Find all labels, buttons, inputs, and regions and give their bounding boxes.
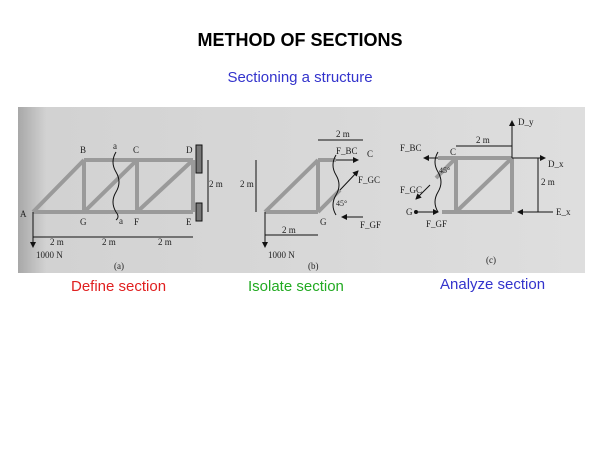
- force-FBC-b: F_BC: [336, 146, 358, 156]
- truss-a: [31, 158, 195, 214]
- dim-2-a: 2 m: [102, 237, 116, 247]
- caption-define-section: Define section: [71, 278, 167, 295]
- slide-subtitle: Sectioning a structure: [227, 69, 373, 86]
- label-C: C: [133, 145, 139, 155]
- force-FGF-c: F_GF: [426, 219, 447, 229]
- angle-c: 45°: [439, 166, 450, 175]
- label-G-b: G: [320, 217, 327, 227]
- label-A: A: [20, 209, 27, 219]
- load-a: 1000 N: [36, 250, 63, 260]
- dim-1-a: 2 m: [50, 237, 64, 247]
- label-E: E: [186, 217, 192, 227]
- force-Dx: D_x: [548, 159, 564, 169]
- label-C-c: C: [450, 147, 456, 157]
- dim-d-b: 2 m: [282, 225, 296, 235]
- dim-w-b: 2 m: [336, 129, 350, 139]
- label-F: F: [134, 217, 139, 227]
- dim-w-c: 2 m: [476, 135, 490, 145]
- label-G-c: G: [406, 207, 413, 217]
- dim-h-c: 2 m: [541, 177, 555, 187]
- dim-h-b: 2 m: [240, 179, 254, 189]
- dim-h-a: 2 m: [209, 179, 223, 189]
- label-B: B: [80, 145, 86, 155]
- force-Ex: E_x: [556, 207, 571, 217]
- label-C-b: C: [367, 149, 373, 159]
- force-FGC-b: F_GC: [358, 175, 380, 185]
- force-FBC-c: F_BC: [400, 143, 422, 153]
- slide-title: METHOD OF SECTIONS: [197, 30, 403, 50]
- dim-3-a: 2 m: [158, 237, 172, 247]
- label-a-bot: a: [119, 216, 123, 226]
- truss-b: [263, 158, 342, 214]
- force-FGF-b: F_GF: [360, 220, 381, 230]
- label-a-top: a: [113, 141, 117, 151]
- panel-b: (b): [308, 261, 319, 271]
- truss-c: [434, 156, 514, 214]
- label-D: D: [186, 145, 193, 155]
- section-cut-a: [112, 151, 120, 221]
- panel-c: (c): [486, 255, 496, 265]
- label-G: G: [80, 217, 87, 227]
- load-b: 1000 N: [268, 250, 295, 260]
- figure-background: [18, 107, 585, 273]
- caption-analyze-section: Analyze section: [440, 276, 546, 293]
- force-FGC-c: F_GC: [400, 185, 422, 195]
- truss-figure: A B C D G F E a a 2 m 2 m 2 m 2 m 1000 N…: [18, 107, 585, 273]
- force-Dy: D_y: [518, 117, 534, 127]
- angle-b: 45°: [336, 199, 347, 208]
- panel-a: (a): [114, 261, 124, 271]
- truss-diagram: A B C D G F E a a 2 m 2 m 2 m 2 m 1000 N…: [18, 107, 585, 273]
- caption-isolate-section: Isolate section: [248, 278, 344, 295]
